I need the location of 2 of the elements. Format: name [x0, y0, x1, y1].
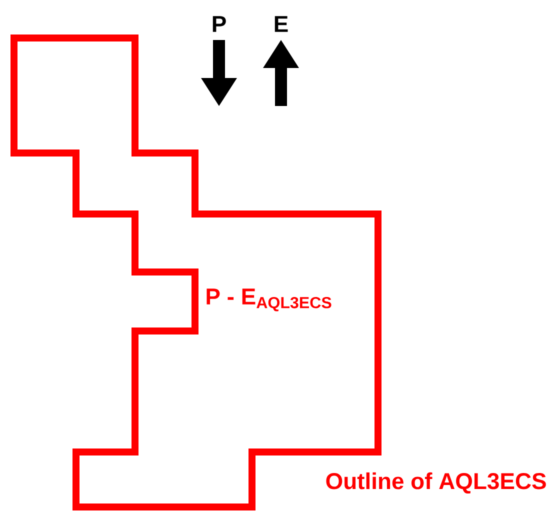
- caption-text: Outline of AQL3ECS: [326, 472, 546, 494]
- region-label: P - E$_{AQL3ECS}$: [206, 288, 332, 312]
